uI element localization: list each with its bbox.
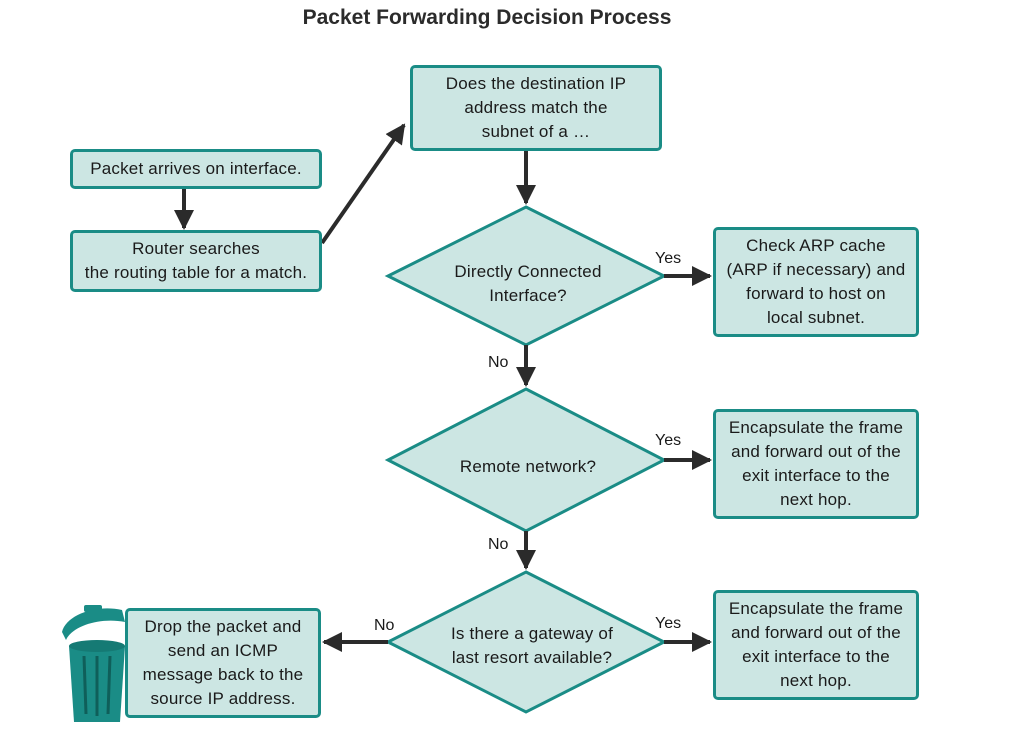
dest-match-line2: address match the xyxy=(464,98,608,117)
drop-line4: source IP address. xyxy=(150,689,296,708)
dest-match-line3: subnet of a … xyxy=(481,122,591,141)
trash-can-icon xyxy=(62,605,125,722)
router-search-box: Router searches the routing table for a … xyxy=(70,230,322,292)
arrow-search-to-dest xyxy=(320,123,406,245)
arp-check-box: Check ARP cache (ARP if necessary) and f… xyxy=(713,227,919,337)
encap2-line3: exit interface to the xyxy=(742,647,890,666)
label-no-gateway: No xyxy=(374,617,395,634)
label-no-remote: No xyxy=(488,536,509,553)
packet-arrives-box: Packet arrives on interface. xyxy=(70,149,322,189)
arp-check-line4: local subnet. xyxy=(766,308,866,327)
decision-gateway-line1: Is there a gateway of xyxy=(450,624,613,643)
decision-direct-line1: Directly Connected xyxy=(454,262,602,281)
encap2-line2: and forward out of the xyxy=(731,623,901,642)
label-yes-gateway: Yes xyxy=(655,615,682,632)
encap1-line3: exit interface to the xyxy=(742,466,890,485)
decision-direct-text: Directly Connected Interface? xyxy=(430,258,626,310)
arp-check-line2: (ARP if necessary) and xyxy=(726,260,906,279)
encapsulate-gateway-box: Encapsulate the frame and forward out of… xyxy=(713,590,919,700)
router-search-line2: the routing table for a match. xyxy=(84,263,308,282)
encap1-line1: Encapsulate the frame xyxy=(728,418,904,437)
drop-line3: message back to the xyxy=(142,665,304,684)
encap1-line2: and forward out of the xyxy=(731,442,901,461)
label-no-direct: No xyxy=(488,354,509,371)
decision-remote-line: Remote network? xyxy=(459,457,597,476)
decision-direct-line2: Interface? xyxy=(489,286,567,305)
label-yes-remote: Yes xyxy=(655,432,682,449)
encap1-line4: next hop. xyxy=(780,490,852,509)
diagram-title: Packet Forwarding Decision Process xyxy=(302,6,672,29)
encap2-line1: Encapsulate the frame xyxy=(728,599,904,618)
decision-remote-text: Remote network? xyxy=(430,454,626,480)
dest-match-line1: Does the destination IP xyxy=(445,74,627,93)
dest-match-box: Does the destination IP address match th… xyxy=(410,65,662,151)
encap2-line4: next hop. xyxy=(780,671,852,690)
packet-arrives-text: Packet arrives on interface. xyxy=(90,159,302,178)
drop-line2: send an ICMP xyxy=(167,641,279,660)
decision-gateway-diamond xyxy=(384,570,668,714)
arp-check-line1: Check ARP cache xyxy=(746,236,886,255)
encapsulate-remote-box: Encapsulate the frame and forward out of… xyxy=(713,409,919,519)
router-search-line1: Router searches xyxy=(132,239,260,258)
arp-check-line3: forward to host on xyxy=(746,284,886,303)
label-yes-direct: Yes xyxy=(655,250,682,267)
drop-line1: Drop the packet and xyxy=(144,617,302,636)
drop-packet-box: Drop the packet and send an ICMP message… xyxy=(125,608,321,718)
decision-gateway-line2: last resort available? xyxy=(451,648,613,667)
decision-gateway-text: Is there a gateway of last resort availa… xyxy=(420,620,644,672)
